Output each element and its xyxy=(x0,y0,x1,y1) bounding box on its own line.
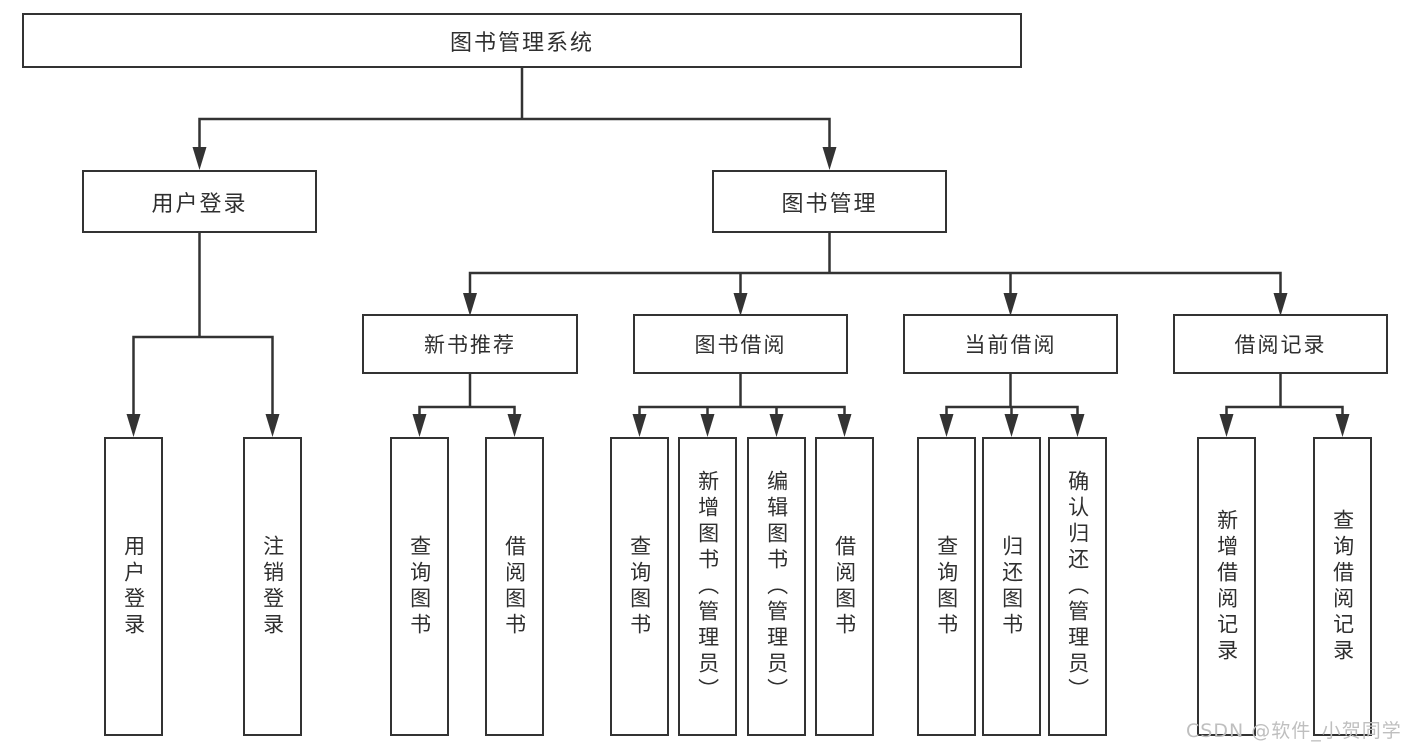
node-book-management: 图书管理 xyxy=(712,170,947,233)
arrowhead xyxy=(1219,414,1234,437)
arrowhead xyxy=(837,414,852,437)
arrowhead xyxy=(192,147,207,170)
connector-edge xyxy=(198,117,831,149)
connector-edges xyxy=(132,68,1344,416)
csdn-watermark: CSDN @软件_小贺同学 xyxy=(1186,720,1402,742)
node-user-login: 用户登录 xyxy=(82,170,317,233)
connector-edge xyxy=(132,335,274,416)
leaf-query-books-recommend: 查询图书 xyxy=(390,437,449,736)
arrowhead xyxy=(1335,414,1350,437)
connector-edge xyxy=(468,271,1282,294)
arrowhead xyxy=(939,414,954,437)
arrowhead xyxy=(822,147,837,170)
arrowhead xyxy=(1273,293,1288,316)
connector-edge xyxy=(418,405,516,416)
node-root-system: 图书管理系统 xyxy=(22,13,1022,68)
leaf-query-borrow-record: 查询借阅记录 xyxy=(1313,437,1372,736)
leaf-query-books-borrowing: 查询图书 xyxy=(610,437,669,736)
leaf-return-books: 归还图书 xyxy=(982,437,1041,736)
arrowhead xyxy=(632,414,647,437)
arrowhead xyxy=(463,293,477,316)
arrowhead xyxy=(1070,414,1085,437)
arrowheads xyxy=(126,147,1350,437)
leaf-logout: 注销登录 xyxy=(243,437,302,736)
leaf-add-books-admin: 新增图书（管理员） xyxy=(678,437,737,736)
leaf-user-login: 用户登录 xyxy=(104,437,163,736)
node-borrow-records: 借阅记录 xyxy=(1173,314,1388,374)
arrowhead xyxy=(1003,293,1018,316)
leaf-confirm-return-admin: 确认归还（管理员） xyxy=(1048,437,1107,736)
arrowhead xyxy=(1004,414,1019,437)
node-current-borrowing: 当前借阅 xyxy=(903,314,1118,374)
arrowhead xyxy=(733,293,748,316)
leaf-edit-books-admin: 编辑图书（管理员） xyxy=(747,437,806,736)
connector-edge xyxy=(1225,405,1344,416)
leaf-borrow-books: 借阅图书 xyxy=(815,437,874,736)
arrowhead xyxy=(769,414,784,437)
arrowhead xyxy=(507,414,522,437)
arrowhead xyxy=(700,414,715,437)
node-new-book-recommend: 新书推荐 xyxy=(362,314,578,374)
leaf-borrow-books-recommend: 借阅图书 xyxy=(485,437,544,736)
node-book-borrowing: 图书借阅 xyxy=(633,314,848,374)
connector-edge xyxy=(638,405,846,416)
arrowhead xyxy=(412,414,427,437)
arrowhead xyxy=(126,414,141,437)
arrowhead xyxy=(265,414,280,437)
leaf-add-borrow-record: 新增借阅记录 xyxy=(1197,437,1256,736)
leaf-query-books-current: 查询图书 xyxy=(917,437,976,736)
